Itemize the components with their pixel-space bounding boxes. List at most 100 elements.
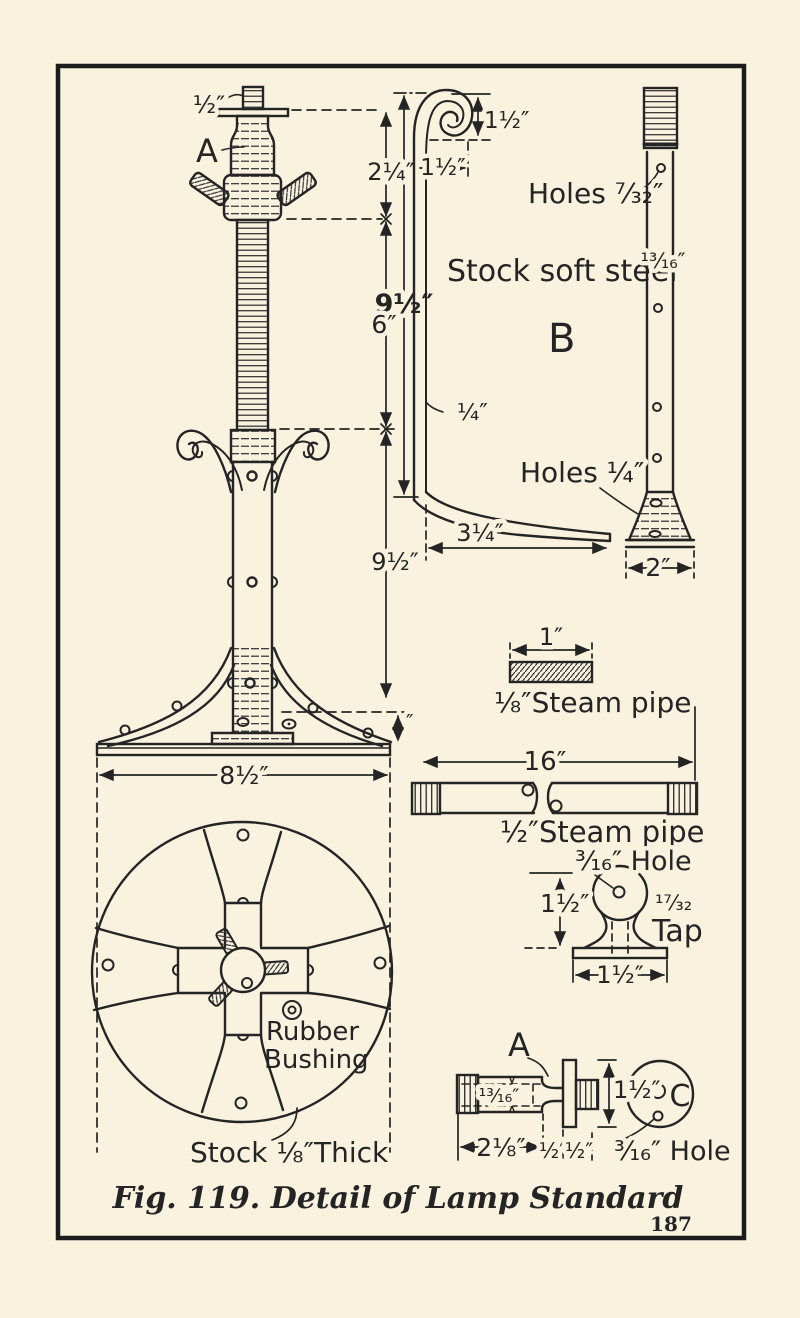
tap-head bbox=[591, 864, 649, 922]
dim-tap-width: 1½″ bbox=[596, 961, 644, 989]
rivet-hole bbox=[246, 576, 258, 588]
dim-1-2-b: ½″ bbox=[565, 1139, 593, 1163]
dim-16-pipe: 16″ bbox=[524, 747, 567, 777]
tap-base bbox=[571, 946, 669, 960]
label-small-steam-pipe: ⅛″Steam pipe bbox=[494, 686, 691, 719]
bolt-flange bbox=[561, 1058, 578, 1129]
rivet-hole bbox=[171, 700, 183, 712]
base-plate bbox=[95, 742, 392, 757]
bar-body bbox=[645, 150, 675, 494]
threaded-rod bbox=[235, 218, 270, 432]
bolt-small-hole bbox=[652, 1110, 664, 1122]
dim-base-height: ″ bbox=[406, 710, 413, 734]
figure-border bbox=[55, 63, 747, 1241]
bolt-thread-left bbox=[455, 1073, 480, 1115]
part-b-profile-drawing bbox=[412, 88, 612, 543]
bar-hole bbox=[653, 303, 663, 313]
rivet-hole bbox=[119, 724, 131, 736]
small-steam-pipe-dimensions bbox=[509, 642, 593, 659]
bolt-center-hole bbox=[650, 1083, 666, 1099]
label-tap-word: Tap bbox=[651, 914, 703, 949]
leader-holes-small bbox=[631, 171, 659, 197]
dim-1-1-2-bolt: 1½″ bbox=[613, 1076, 661, 1104]
dim-1-pipe: 1″ bbox=[539, 623, 563, 651]
bolt-body bbox=[476, 1075, 544, 1114]
dim-1-2-a: ½″ bbox=[539, 1139, 567, 1163]
pipe-body-right bbox=[546, 781, 555, 815]
foot-profile bbox=[412, 498, 612, 543]
bar-hole bbox=[649, 498, 663, 508]
base-circle bbox=[90, 820, 394, 1124]
tap-detail-dimensions bbox=[524, 872, 668, 983]
leg-right bbox=[272, 646, 393, 744]
dim-scroll-height: 1½″ bbox=[484, 108, 530, 134]
small-pipe bbox=[508, 660, 594, 684]
label-bushing: Bushing bbox=[264, 1045, 369, 1075]
scroll-band bbox=[229, 428, 277, 464]
leader-part-a bbox=[221, 146, 245, 151]
tap-hole bbox=[612, 885, 626, 899]
collar bbox=[222, 173, 283, 222]
part-b-profile-dimensions bbox=[419, 93, 659, 561]
bolt-detail-dimensions bbox=[457, 1057, 655, 1161]
dim-8-1-2: 8½″ bbox=[219, 761, 268, 790]
label-part-a-lower: A bbox=[508, 1026, 530, 1064]
bolt-end-view bbox=[625, 1059, 695, 1129]
label-large-steam-pipe: ½″Steam pipe bbox=[500, 815, 705, 849]
base-hole bbox=[373, 956, 387, 970]
page-number: 187 bbox=[650, 1212, 692, 1236]
base-hole bbox=[234, 1096, 248, 1110]
tap-detail-drawing bbox=[571, 864, 669, 960]
leader-thickness bbox=[425, 401, 444, 413]
leader-tap-hole bbox=[594, 874, 614, 889]
leader-holes-large bbox=[599, 487, 639, 515]
leader-stock-thickness bbox=[271, 1107, 298, 1141]
scroll-left bbox=[176, 429, 233, 494]
leader-tip-diameter bbox=[219, 93, 244, 104]
front-elevation-dimensions bbox=[96, 92, 427, 1153]
strap-horizontal bbox=[176, 946, 310, 995]
rivet-hole bbox=[362, 727, 374, 739]
rivet-hole bbox=[246, 470, 258, 482]
label-tap-hole: ³⁄₁₆″ Hole bbox=[575, 846, 692, 877]
small-steam-pipe-drawing bbox=[508, 660, 594, 684]
label-holes-1-4: Holes ¼″ bbox=[520, 456, 644, 489]
pedestal bbox=[210, 731, 295, 746]
label-bolt-hole: ³⁄₁₆″ Hole bbox=[614, 1136, 731, 1167]
label-part-c: C bbox=[670, 1079, 691, 1114]
pipe-thread-left bbox=[410, 781, 442, 816]
label-rubber: Rubber bbox=[266, 1017, 359, 1047]
bar-hole bbox=[652, 402, 662, 412]
dim-2-base: 2″ bbox=[645, 553, 670, 582]
label-holes-7-32: Holes ⁷⁄₃₂″ bbox=[528, 177, 664, 210]
hub bbox=[219, 946, 267, 994]
bar-hole bbox=[652, 453, 662, 463]
label-tip-diameter: ½″ bbox=[193, 91, 225, 119]
front-elevation-drawing bbox=[95, 85, 393, 757]
strap-vertical bbox=[223, 901, 263, 1037]
base-plan-drawing bbox=[90, 820, 394, 1141]
dim-13-16-bar: ¹³⁄₁₆″ bbox=[640, 249, 685, 273]
scroll-right bbox=[273, 429, 330, 494]
label-part-b: B bbox=[548, 316, 575, 362]
scroll-profile bbox=[412, 88, 474, 502]
dim-3-1-4: 3¼″ bbox=[456, 519, 504, 547]
dim-2-1-8: 2⅛″ bbox=[476, 1133, 525, 1162]
large-steam-pipe-drawing bbox=[410, 781, 699, 816]
dim-6: 6″ bbox=[371, 310, 396, 339]
figure-caption: Fig. 119. Detail of Lamp Standard bbox=[112, 1181, 684, 1216]
pipe-body-left bbox=[438, 781, 536, 815]
bolt-detail-drawing bbox=[455, 1058, 695, 1129]
dim-13-16-bolt: ¹³⁄₁₆″ bbox=[479, 1085, 520, 1107]
label-stock-soft-steel: Stock soft steel bbox=[447, 254, 678, 289]
bolt-thread-right bbox=[574, 1078, 600, 1111]
label-tap-thread-size: ¹⁷⁄₃₂ bbox=[655, 891, 692, 915]
dim-tap-height: 1½″ bbox=[540, 889, 589, 918]
label-stock-thickness: Stock ⅛″Thick bbox=[190, 1136, 389, 1169]
neck bbox=[229, 114, 276, 177]
dim-1-4-thickness: ¼″ bbox=[457, 400, 488, 426]
part-b-front-drawing bbox=[624, 86, 696, 549]
part-b-front-dimensions bbox=[599, 487, 695, 579]
base-hole bbox=[236, 828, 250, 842]
